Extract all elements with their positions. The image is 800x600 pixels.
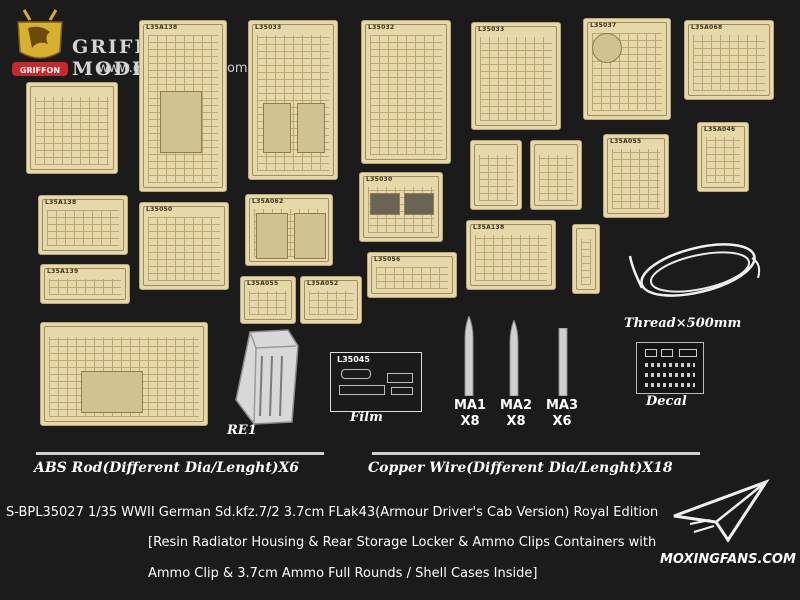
watermark-text: MOXINGFANS.COM: [660, 552, 796, 567]
part-label-resin: RE1: [227, 423, 257, 438]
fret-label: L35056: [374, 256, 401, 263]
product-title: S-BPL35027 1/35 WWII German Sd.kfz.7/2 3…: [6, 505, 659, 520]
product-subtitle-2: Ammo Clip & 3.7cm Ammo Full Rounds / She…: [148, 566, 538, 581]
pe-fret-9: [470, 140, 522, 210]
ammo-round-icon: [509, 320, 519, 396]
pe-fret-22: [40, 322, 208, 426]
fret-label: L35A055: [247, 280, 279, 287]
pe-fret-13: L35A139: [40, 264, 130, 304]
part-label-decal: Decal: [646, 394, 687, 409]
pe-fret-19: L35A055: [240, 276, 296, 324]
abs-rod-label: ABS Rod(Different Dia/Lenght)X6: [34, 460, 300, 476]
pe-fret-16: L35030: [359, 172, 443, 242]
pe-fret-10: [530, 140, 582, 210]
pe-fret-18: [572, 224, 600, 294]
decal-sheet: [636, 342, 704, 394]
resin-radiator-housing: [235, 329, 299, 425]
fret-label: L35030: [366, 176, 393, 183]
product-subtitle-1: [Resin Radiator Housing & Rear Storage L…: [148, 535, 657, 550]
fret-label: L35A138: [473, 224, 505, 231]
pe-fret-7: L35A068: [684, 20, 774, 100]
fret-label: L35A062: [252, 198, 284, 205]
shell-case-icon: [558, 328, 568, 396]
fret-label: L35037: [590, 22, 617, 29]
fret-label: L35A139: [47, 268, 79, 275]
abs-rod-bar: [36, 452, 324, 455]
pe-fret-15: L35A062: [245, 194, 333, 266]
pe-fret-4: L35032: [361, 20, 451, 164]
ammo-round-icon: [464, 316, 474, 396]
pe-fret-8: L35A046: [697, 122, 749, 192]
fret-label: L35A138: [45, 199, 77, 206]
pe-fret-20: L35A052: [300, 276, 362, 324]
fret-label: L35033: [255, 24, 282, 31]
paper-plane-logo-icon: [673, 479, 770, 543]
fret-label: L35A052: [307, 280, 339, 287]
part-label-film: Film: [350, 410, 383, 425]
part-label-thread: Thread×500mm: [624, 316, 742, 331]
brand-logo: GRIFFON GRIFFON MODEL www.griffonmodel.c…: [6, 6, 266, 82]
pe-fret-2: L35A138: [139, 20, 227, 192]
pe-fret-14: L35050: [139, 202, 229, 290]
film-sheet: L35045: [330, 352, 422, 412]
pe-fret-6: L35037: [583, 18, 671, 120]
pe-fret-21: L35056: [367, 252, 457, 298]
griffon-emblem-icon: [12, 9, 68, 76]
copper-wire-label: Copper Wire(Different Dia/Lenght)X18: [368, 460, 673, 476]
brand-badge: GRIFFON: [19, 66, 61, 75]
fret-label: L35A046: [704, 126, 736, 133]
copper-wire-bar: [372, 452, 700, 455]
fret-label: L35A068: [691, 24, 723, 31]
fret-label: L35033: [478, 26, 505, 33]
pe-fret-3: L35033: [248, 20, 338, 180]
pe-fret-5: L35033: [471, 22, 561, 130]
fret-label: L35A055: [610, 138, 642, 145]
film-code: L35045: [337, 355, 370, 364]
fret-label: L35032: [368, 24, 395, 31]
pe-fret-11: L35A055: [603, 134, 669, 218]
pe-fret-12: L35A138: [38, 195, 128, 255]
fret-label: L35050: [146, 206, 173, 213]
thread-coil: [628, 243, 761, 297]
pe-fret-17: L35A138: [466, 220, 556, 290]
fret-label: L35A138: [146, 24, 178, 31]
pe-fret-1: [26, 82, 118, 174]
